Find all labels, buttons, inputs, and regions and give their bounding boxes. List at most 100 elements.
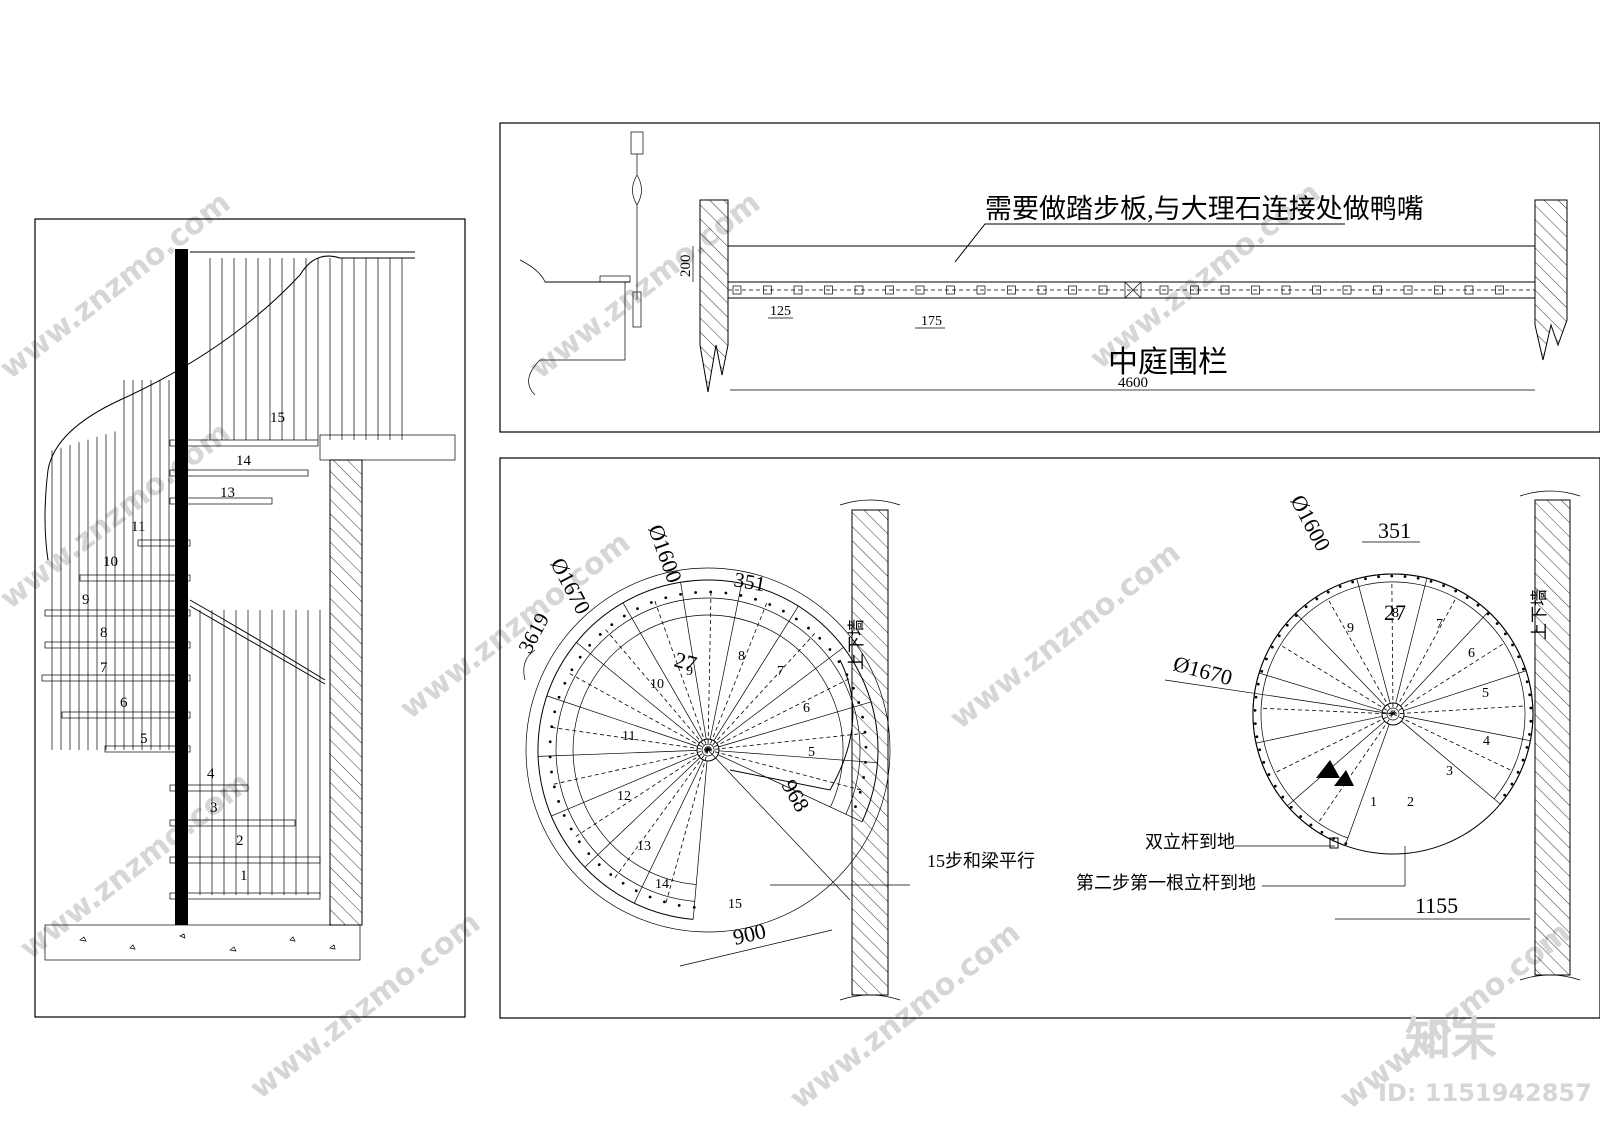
baluster-profile <box>632 154 642 300</box>
tread-line <box>1403 715 1531 742</box>
tread-line <box>1295 613 1386 707</box>
post-dot <box>1253 722 1257 726</box>
walk-line <box>549 726 709 751</box>
post-dot <box>1281 795 1285 799</box>
post-dot <box>1442 584 1445 588</box>
tread-line <box>718 701 872 748</box>
radius-1670 <box>1164 679 1394 715</box>
post-dot <box>863 730 867 734</box>
step-label: 6 <box>1468 646 1475 661</box>
post-dot <box>1338 585 1342 588</box>
note-leader <box>954 223 1345 263</box>
step-label: 7 <box>777 664 784 679</box>
step-label: 9 <box>1347 621 1354 636</box>
rail-connector <box>915 285 925 295</box>
tread <box>169 784 249 792</box>
post-dot <box>818 636 822 640</box>
tread-line <box>717 754 863 823</box>
post-dot <box>679 593 682 596</box>
tread-line <box>713 605 799 741</box>
post-dot <box>1267 773 1271 776</box>
watermark-text: www.znzmo.com <box>243 905 487 1106</box>
post-dot <box>724 591 728 595</box>
post-dot <box>1351 580 1355 584</box>
step-label: 8 <box>738 649 745 664</box>
dim-height: 200 <box>678 255 694 278</box>
post-dot <box>588 643 592 647</box>
post-dot <box>1528 693 1532 697</box>
walk-line <box>567 672 709 751</box>
post-dot <box>694 591 698 594</box>
walk-line <box>1392 713 1511 771</box>
post-dot <box>1476 603 1480 607</box>
rail-connectors <box>732 285 1504 295</box>
post-dot <box>1525 745 1529 749</box>
rail-connector <box>1190 285 1199 295</box>
post-dot <box>1289 805 1293 809</box>
step-label: 12 <box>617 789 631 804</box>
post-dot <box>807 626 810 630</box>
plan-right-angle: 27 <box>1384 600 1406 625</box>
post-dot <box>1522 667 1525 671</box>
baluster-cap <box>630 131 644 155</box>
tread-line <box>1356 578 1391 704</box>
post-dot <box>578 655 582 659</box>
baluster-base <box>632 291 642 328</box>
watermark-text: www.znzmo.com <box>943 535 1187 736</box>
image-id: ID: 1151942857 <box>1378 1079 1592 1107</box>
plan-left-dia-inner: Ø1600 <box>643 521 687 586</box>
tread <box>169 439 319 447</box>
post-dot <box>1315 597 1319 601</box>
rail-connector <box>1464 285 1474 295</box>
plan-right-note-double-post: 双立杆到地 <box>1145 832 1235 852</box>
post-dot <box>570 668 574 672</box>
tread <box>79 574 191 582</box>
tread <box>169 856 321 864</box>
frame-plans <box>499 457 1600 1019</box>
wall-break <box>839 499 901 506</box>
post-dot <box>1503 793 1507 797</box>
post-dot <box>1258 748 1262 752</box>
handrail <box>44 255 415 561</box>
dim-spacing-1: 125 <box>770 304 791 319</box>
rail-connector <box>1220 285 1230 295</box>
beam-edge <box>729 659 854 791</box>
post-dot <box>553 710 557 714</box>
walk-line <box>573 749 709 838</box>
post-dot <box>739 594 743 597</box>
step-label: 13 <box>637 839 651 854</box>
post-dot <box>677 903 681 907</box>
wall-break <box>1519 490 1581 497</box>
step-label: 10 <box>650 677 664 692</box>
tread <box>41 674 191 682</box>
post-dot <box>692 905 696 909</box>
tread-line <box>546 695 698 747</box>
walk-line <box>707 749 863 791</box>
post-dot <box>550 725 554 729</box>
dim-line-900 <box>679 929 833 967</box>
step-label: 9 <box>686 664 693 679</box>
post-dot <box>1344 842 1348 846</box>
post-dot <box>1277 634 1281 638</box>
tread <box>44 609 191 617</box>
rail-connector <box>1098 285 1108 295</box>
walk-line <box>1276 713 1394 773</box>
rail-connector <box>1068 285 1077 295</box>
tread-line <box>584 757 701 868</box>
step-label: 5 <box>140 731 148 747</box>
wall-break <box>839 994 901 1001</box>
plan-right-geometry <box>1164 573 1534 855</box>
rail-connector <box>854 285 864 295</box>
post-dot <box>609 873 613 876</box>
post-dot <box>1270 645 1274 649</box>
frame-railing-elevation <box>499 122 1600 433</box>
post-dot <box>709 590 713 594</box>
step-label: 1 <box>1370 795 1377 810</box>
connector-x <box>1124 281 1142 299</box>
plan-left-dim-968: 968 <box>777 775 815 816</box>
treads <box>41 439 321 900</box>
tread-line <box>709 583 743 740</box>
post-dot <box>854 805 857 809</box>
post-dot <box>587 852 591 856</box>
post-dot <box>862 776 865 779</box>
